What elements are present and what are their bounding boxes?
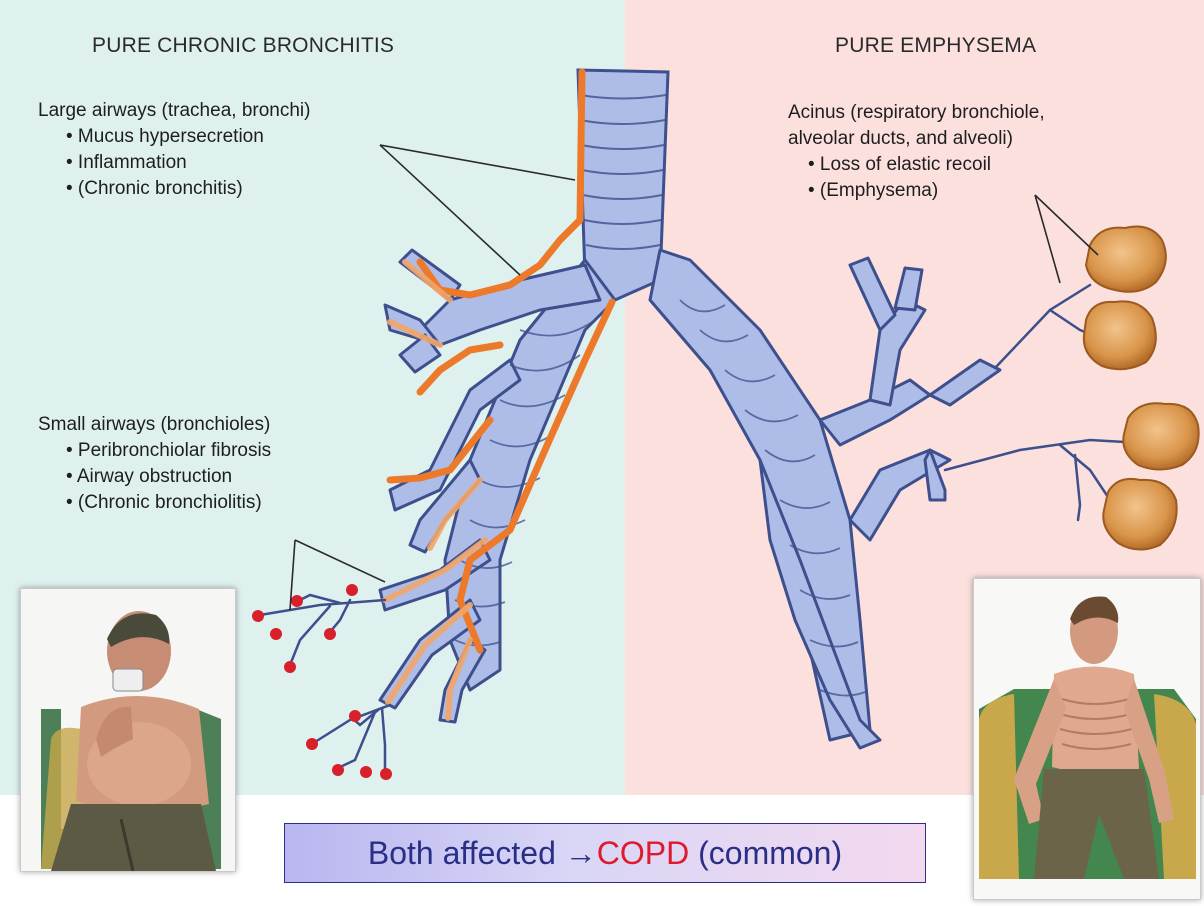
large-airways-label: Large airways (trachea, bronchi) • Mucus… (38, 98, 310, 202)
banner-copd-highlight: COPD (597, 835, 689, 872)
acinus-title-line2: alveolar ducts, and alveoli) (788, 126, 1045, 152)
acinus-title-line1: Acinus (respiratory bronchiole, (788, 100, 1045, 126)
emphysema-heading: PURE EMPHYSEMA (835, 34, 1036, 58)
right-airway-branches (650, 250, 1000, 748)
large-airways-item: • Inflammation (38, 150, 310, 176)
acinus-label: Acinus (respiratory bronchiole, alveolar… (788, 100, 1045, 204)
small-airways-title: Small airways (bronchioles) (38, 412, 271, 438)
small-airways-item: • Peribronchiolar fibrosis (38, 438, 271, 464)
large-airways-title: Large airways (trachea, bronchi) (38, 98, 310, 124)
blue-bloater-portrait (20, 588, 236, 872)
pink-puffer-portrait (973, 578, 1201, 900)
alveolar-sacs (1084, 227, 1199, 550)
small-airways-item: • (Chronic bronchiolitis) (38, 490, 271, 516)
acinus-item: • (Emphysema) (788, 178, 1045, 204)
trachea (578, 70, 668, 300)
large-airways-item: • Mucus hypersecretion (38, 124, 310, 150)
large-airways-item: • (Chronic bronchitis) (38, 176, 310, 202)
banner-suffix: (common) (689, 835, 842, 872)
small-bronchioles (260, 595, 390, 772)
acinus-item: • Loss of elastic recoil (788, 152, 1045, 178)
chronic-bronchitis-heading: PURE CHRONIC BRONCHITIS (92, 34, 394, 58)
small-airways-label: Small airways (bronchioles) • Peribronch… (38, 412, 271, 516)
small-airways-item: • Airway obstruction (38, 464, 271, 490)
copd-banner: Both affected → COPD (common) (284, 823, 926, 883)
banner-prefix: Both affected → (368, 835, 597, 872)
